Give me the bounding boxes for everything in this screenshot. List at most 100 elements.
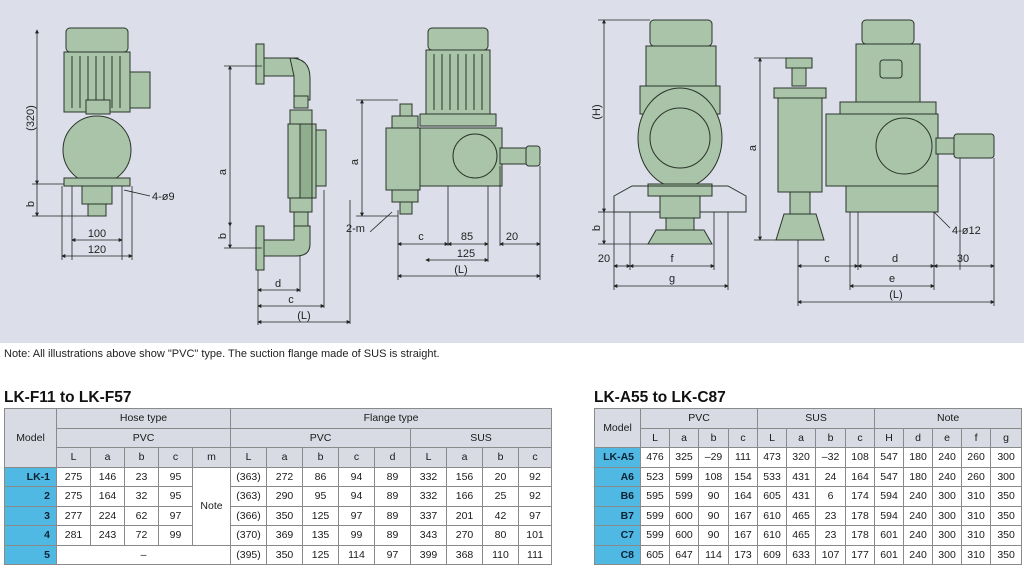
table-cell: 310 xyxy=(961,525,992,546)
table-cell: 164 xyxy=(845,466,876,487)
table-cell: 547 xyxy=(874,447,905,468)
table-cell: 166 xyxy=(446,486,483,507)
table-cell: 300 xyxy=(932,505,963,526)
table-cell: 97 xyxy=(158,505,193,526)
table-cell: 332 xyxy=(410,466,447,487)
table-cell: 125 xyxy=(302,505,339,526)
dim-c-2: c xyxy=(418,231,424,243)
table-cell: 270 xyxy=(446,525,483,546)
table-cell: 599 xyxy=(669,486,699,507)
table-cell: 350 xyxy=(990,525,1023,546)
table-cell: 99 xyxy=(158,525,193,546)
sus-header: SUS xyxy=(757,408,876,429)
table-cell: 599 xyxy=(669,466,699,487)
table-cell: 108 xyxy=(698,466,729,487)
hose-type-header: Hose type xyxy=(56,408,231,429)
table-cell: 90 xyxy=(698,505,729,526)
left-table-title: LK-F11 to LK-F57 xyxy=(4,389,132,406)
table-cell: 180 xyxy=(903,447,934,468)
note-header: Note xyxy=(874,408,1023,429)
table-cell: 125 xyxy=(302,544,339,565)
table-cell: 108 xyxy=(845,447,876,468)
dim-e: e xyxy=(889,273,895,285)
model-header: Model xyxy=(594,408,641,448)
table-cell: 605 xyxy=(640,544,670,565)
table-cell: 399 xyxy=(410,544,447,565)
column-header: c xyxy=(338,447,375,468)
table-cell: 23 xyxy=(815,505,847,526)
table-cell: 350 xyxy=(990,544,1023,565)
table-cell: 275 xyxy=(56,486,91,507)
table-cell: 325 xyxy=(669,447,699,468)
model-cell: 4 xyxy=(4,525,57,546)
model-cell: LK-A5 xyxy=(594,447,641,468)
table-cell: (363) xyxy=(230,486,267,507)
column-header: c xyxy=(158,447,193,468)
table-cell: 633 xyxy=(786,544,817,565)
table-cell: 243 xyxy=(90,525,125,546)
table-cell: 97 xyxy=(338,505,375,526)
table-cell: 647 xyxy=(669,544,699,565)
table-cell: 174 xyxy=(845,486,876,507)
column-header: b xyxy=(698,427,729,448)
table-cell: 86 xyxy=(302,466,339,487)
column-header: b xyxy=(124,447,159,468)
table-cell: 94 xyxy=(338,486,375,507)
table-cell: 178 xyxy=(845,525,876,546)
dim-30: 30 xyxy=(957,253,969,265)
table-cell: 300 xyxy=(932,525,963,546)
dimension-drawing-panel: (320) b 4-ø9 100 120 a b d c (L) a 2-m c… xyxy=(0,0,1024,343)
model-cell: 5 xyxy=(4,544,57,565)
dim-320: (320) xyxy=(25,105,37,131)
table-cell: 25 xyxy=(482,486,519,507)
table-cell: 332 xyxy=(410,486,447,507)
column-header: H xyxy=(874,427,905,448)
model-cell: C7 xyxy=(594,525,641,546)
illustration-note: Note: All illustrations above show "PVC"… xyxy=(4,348,440,360)
table-cell: 601 xyxy=(874,525,905,546)
table-cell: 23 xyxy=(124,466,159,487)
table-cell: 290 xyxy=(266,486,303,507)
table-cell: 89 xyxy=(374,466,411,487)
table-cell: 240 xyxy=(903,505,934,526)
table-cell: 92 xyxy=(517,486,553,507)
table-cell: 201 xyxy=(446,505,483,526)
dim-a-3: a xyxy=(747,144,759,151)
column-header: a xyxy=(669,427,699,448)
table-cell: 180 xyxy=(903,466,934,487)
table-cell: 337 xyxy=(410,505,447,526)
column-header: a xyxy=(446,447,483,468)
table-cell: 146 xyxy=(90,466,125,487)
table-cell: 523 xyxy=(640,466,670,487)
pvc-header: PVC xyxy=(639,408,759,429)
table-cell: 533 xyxy=(757,466,788,487)
table-cell: 224 xyxy=(90,505,125,526)
dim-4-9: 4-ø9 xyxy=(152,191,175,203)
table-cell: 97 xyxy=(374,544,411,565)
dim-b-3: b xyxy=(591,225,603,231)
pump-side-view-flange xyxy=(255,43,327,271)
table-cell: 72 xyxy=(124,525,159,546)
table-cell: 599 xyxy=(640,505,670,526)
table-cell: 42 xyxy=(482,505,519,526)
table-cell: 240 xyxy=(903,525,934,546)
dim-H: (H) xyxy=(591,104,603,119)
dim-L-2: (L) xyxy=(454,264,467,276)
column-header: L xyxy=(230,447,267,468)
dash-cell: – xyxy=(56,544,231,565)
flange-pvc-header: PVC xyxy=(230,427,411,448)
dimension-labels: (320) b 4-ø9 100 120 a b d c (L) a 2-m c… xyxy=(25,104,981,322)
model-cell: B7 xyxy=(594,505,641,526)
table-cell: 275 xyxy=(56,466,91,487)
table-cell: 154 xyxy=(727,466,759,487)
table-cell: 164 xyxy=(90,486,125,507)
dim-a-1: a xyxy=(217,168,229,175)
table-cell: 300 xyxy=(932,544,963,565)
table-cell: (395) xyxy=(230,544,267,565)
table-cell: (363) xyxy=(230,466,267,487)
dim-b-2: b xyxy=(217,233,229,239)
